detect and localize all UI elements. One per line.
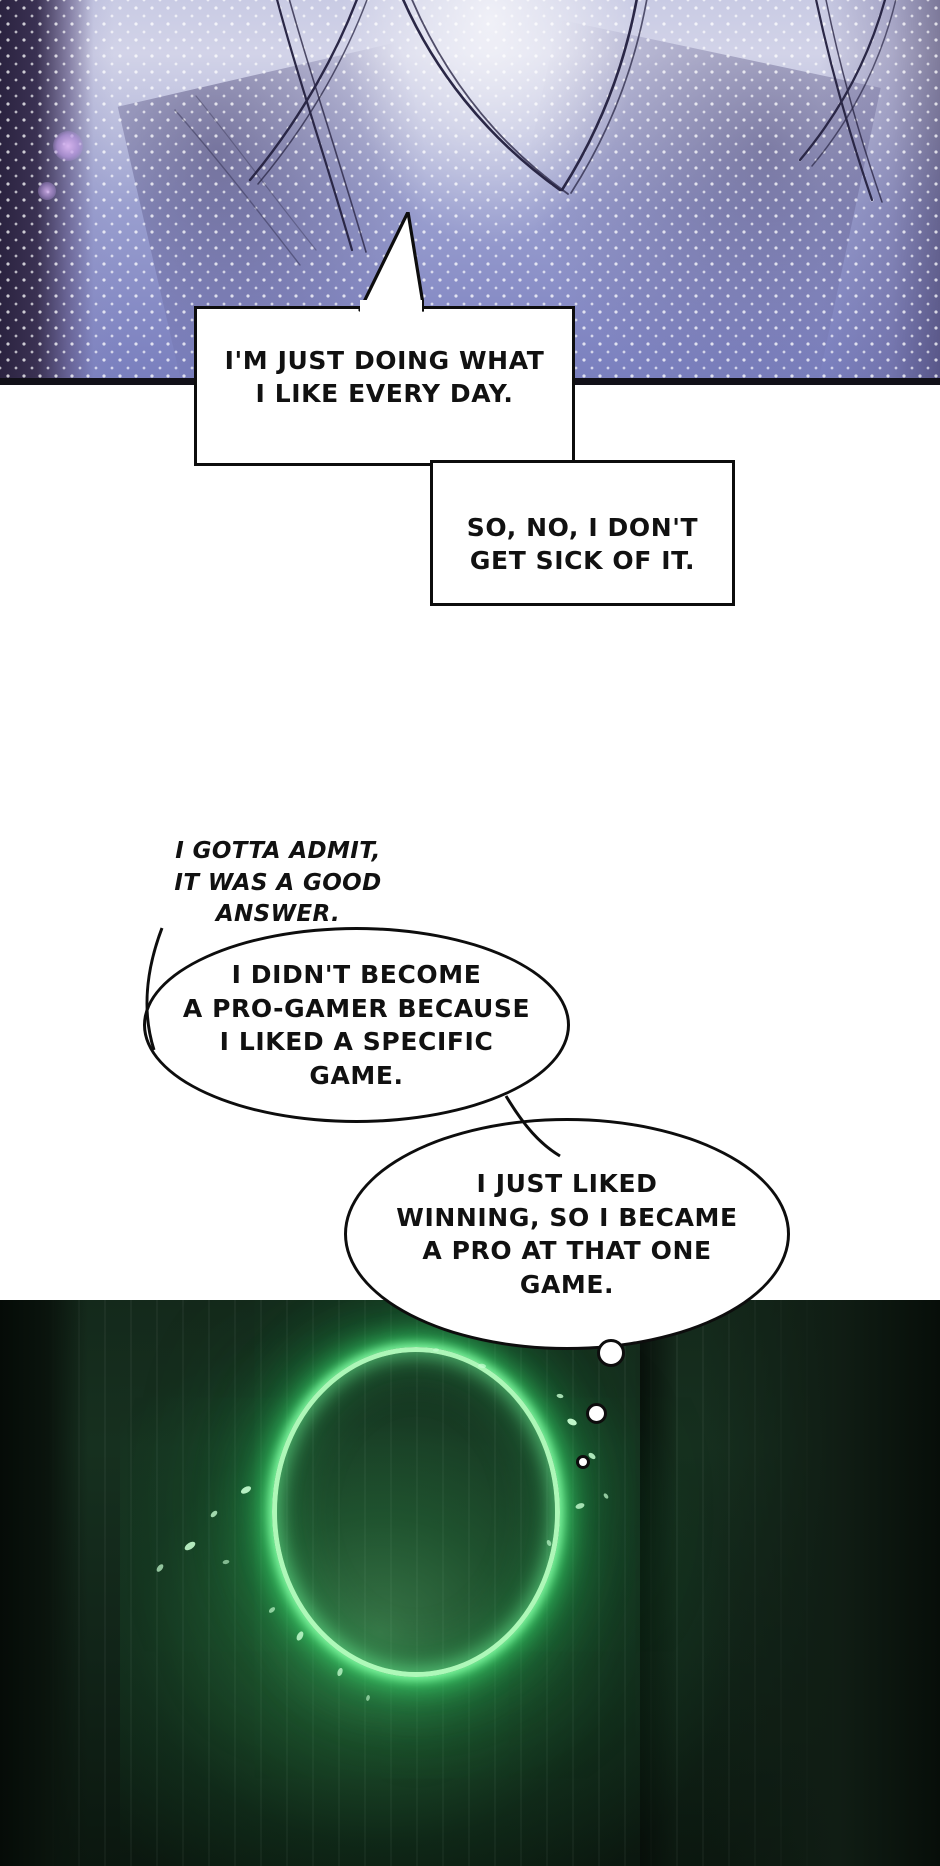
thought-tail-dot-small <box>576 1455 590 1469</box>
speech-bubble-1[interactable]: I'M JUST DOING WHAT I LIKE EVERY DAY. <box>194 306 575 466</box>
speech-bubble-2-text: SO, NO, I DON'T GET SICK OF IT. <box>466 512 699 576</box>
top-panel-character-torso <box>0 0 940 385</box>
narration-caption: I GOTTA ADMIT, IT WAS A GOOD ANSWER. <box>174 838 382 928</box>
speech-bubble-2[interactable]: SO, NO, I DON'T GET SICK OF IT. <box>430 460 735 606</box>
bokeh-light-icon <box>53 131 83 161</box>
oval-speech-bubble-2-text: I JUST LIKED WINNING, SO I BECAME A PRO … <box>396 1169 738 1299</box>
thought-tail-dot-large <box>597 1339 625 1367</box>
oval-speech-bubble-1[interactable]: I DIDN'T BECOME A PRO-GAMER BECAUSE I LI… <box>143 927 570 1123</box>
hoodie-drawstring-linework <box>174 0 897 266</box>
oval-speech-bubble-1-text: I DIDN'T BECOME A PRO-GAMER BECAUSE I LI… <box>182 960 531 1090</box>
speech-bubble-1-text: I'M JUST DOING WHAT I LIKE EVERY DAY. <box>224 345 545 409</box>
bottom-panel-green-ring <box>0 1300 940 1866</box>
oval-bubble-tails <box>145 927 561 1158</box>
oval-speech-bubble-2[interactable]: I JUST LIKED WINNING, SO I BECAME A PRO … <box>344 1118 790 1350</box>
ring-spark-particles <box>156 1348 609 1701</box>
thought-tail-dot-medium <box>586 1403 607 1424</box>
pillar-mid-right <box>640 1300 676 1866</box>
bokeh-light-small-icon <box>38 182 56 200</box>
pillar-right <box>700 1300 940 1866</box>
glowing-ring-portal-icon <box>272 1347 560 1677</box>
speech-bubble-tail-1 <box>358 212 424 314</box>
pillar-left <box>0 1300 88 1866</box>
